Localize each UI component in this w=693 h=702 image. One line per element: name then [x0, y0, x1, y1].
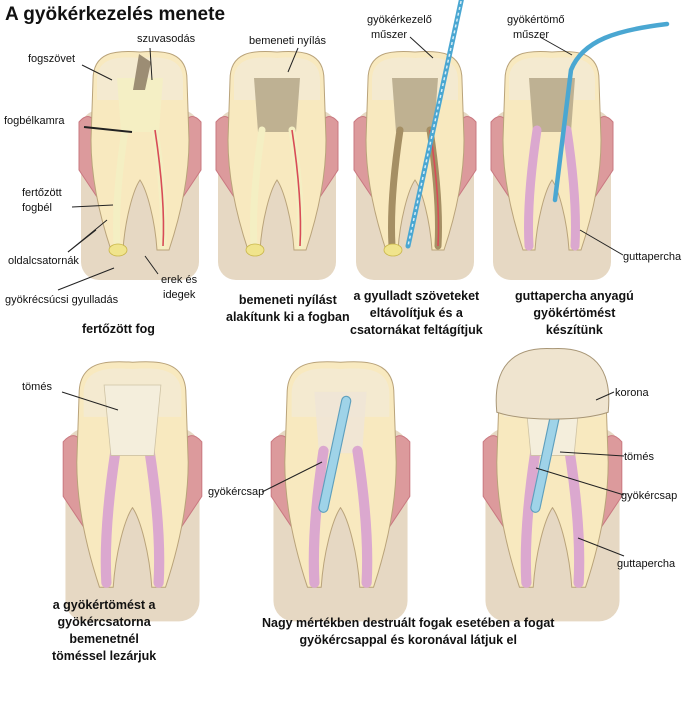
filling-5 — [103, 384, 162, 456]
leader-fertozott-fogbel — [71, 204, 114, 208]
label-fogbelkamra: fogbélkamra — [4, 115, 65, 127]
label-tomes-3: tömés — [624, 451, 654, 463]
caption-step-2: bemeneti nyílást alakítunk ki a fogban — [226, 293, 350, 324]
leader-fogbelkamra — [83, 126, 133, 133]
leader-oldalcsatornak-2 — [67, 229, 97, 253]
leader-guttapercha-3 — [577, 537, 625, 557]
leader-gyokertomo — [539, 36, 573, 56]
label-idegek: idegek — [163, 289, 196, 301]
filling-instrument-4 — [552, 21, 670, 203]
decay-1 — [133, 54, 151, 90]
label-guttapercha-3: guttapercha — [617, 558, 676, 570]
leader-gyokercsap-2 — [261, 461, 323, 493]
canal-left-5 — [100, 445, 121, 588]
page-title: A gyökérkezelés menete — [5, 4, 226, 25]
label-erek-es: erek és — [161, 274, 198, 286]
pulp-chamber-1 — [117, 78, 163, 132]
label-gyokercsucsi: gyökrécsúcsi gyulladás — [5, 294, 119, 306]
label-tomes-1: tömés — [22, 381, 52, 393]
leader-fogszovet — [81, 64, 113, 81]
label-fogszovet: fogszövet — [28, 53, 76, 65]
caption-step-3: a gyulladt szöveteket eltávolítjuk és a … — [350, 289, 483, 337]
leader-szuvasodas — [149, 47, 153, 81]
pulp-chamber-2 — [254, 78, 300, 132]
canal-right-5 — [144, 445, 165, 588]
apical-lesion-1 — [108, 243, 128, 257]
tooth-2 — [215, 51, 339, 280]
canal-left-4 — [523, 125, 542, 251]
canal-left-3 — [387, 126, 404, 250]
canal-left-2 — [249, 126, 266, 250]
leader-erek — [144, 255, 159, 275]
label-oldalcsatornak: oldalcsatornák — [8, 255, 79, 267]
leader-gyokercsap-3 — [535, 467, 625, 496]
tooth-7 — [482, 348, 623, 622]
canal-right-6 — [352, 445, 373, 588]
tooth-3 — [353, 0, 477, 280]
tooth-5 — [62, 361, 203, 622]
apical-lesion-2 — [245, 243, 265, 257]
label-gyokercsap-2: gyökércsap — [208, 486, 265, 498]
label-gyokertomo-muszer: műszer — [513, 29, 550, 41]
leader-gyokercsucsi — [57, 267, 115, 291]
label-gyokerkezelo-muszer: műszer — [371, 29, 408, 41]
vessels-2 — [291, 129, 302, 247]
label-fogbel: fogbél — [22, 202, 52, 214]
apical-lesion-3 — [383, 243, 403, 257]
vessels-1 — [154, 129, 165, 247]
post-6 — [319, 396, 351, 512]
canal-left-7 — [520, 445, 541, 588]
label-guttapercha-1: guttapercha — [623, 251, 682, 263]
canal-left-6 — [308, 445, 329, 588]
leader-korona — [595, 391, 615, 401]
root-instrument-file-3 — [407, 0, 463, 247]
pulp-chamber-3 — [392, 78, 438, 132]
tooth-4 — [490, 21, 670, 280]
caption-step-1: fertőzött fog — [82, 322, 155, 336]
leader-bemeneti — [287, 47, 299, 73]
label-fertozott: fertőzött — [22, 187, 62, 199]
canal-right-7 — [564, 445, 585, 588]
crown-7 — [495, 348, 610, 420]
leader-tomes-1 — [61, 391, 119, 411]
label-gyokercsap-3: gyökércsap — [621, 490, 678, 502]
leader-guttapercha-1 — [579, 229, 624, 256]
label-korona: korona — [615, 387, 649, 399]
label-gyokertomo: gyökértömő — [507, 14, 565, 26]
label-szuvasodas: szuvasodás — [137, 33, 196, 45]
caption-step-4: guttapercha anyagú gyökértömést készítün… — [515, 289, 634, 337]
tooth-6 — [270, 361, 411, 622]
canal-left-1 — [112, 126, 129, 250]
label-bemeneti-nyilas: bemeneti nyílás — [249, 35, 327, 47]
caption-step-6: Nagy mértékben destruált fogak esetében … — [262, 616, 555, 647]
caption-step-5: a gyökértömést a gyökércsatorna bemenetn… — [52, 598, 157, 663]
leader-tomes-3 — [559, 451, 625, 457]
canal-right-4 — [562, 125, 581, 251]
leader-gyokerkezelo — [409, 36, 434, 59]
label-gyokerkezelo: gyökérkezelő — [367, 14, 432, 26]
tooth-1 — [78, 51, 202, 280]
